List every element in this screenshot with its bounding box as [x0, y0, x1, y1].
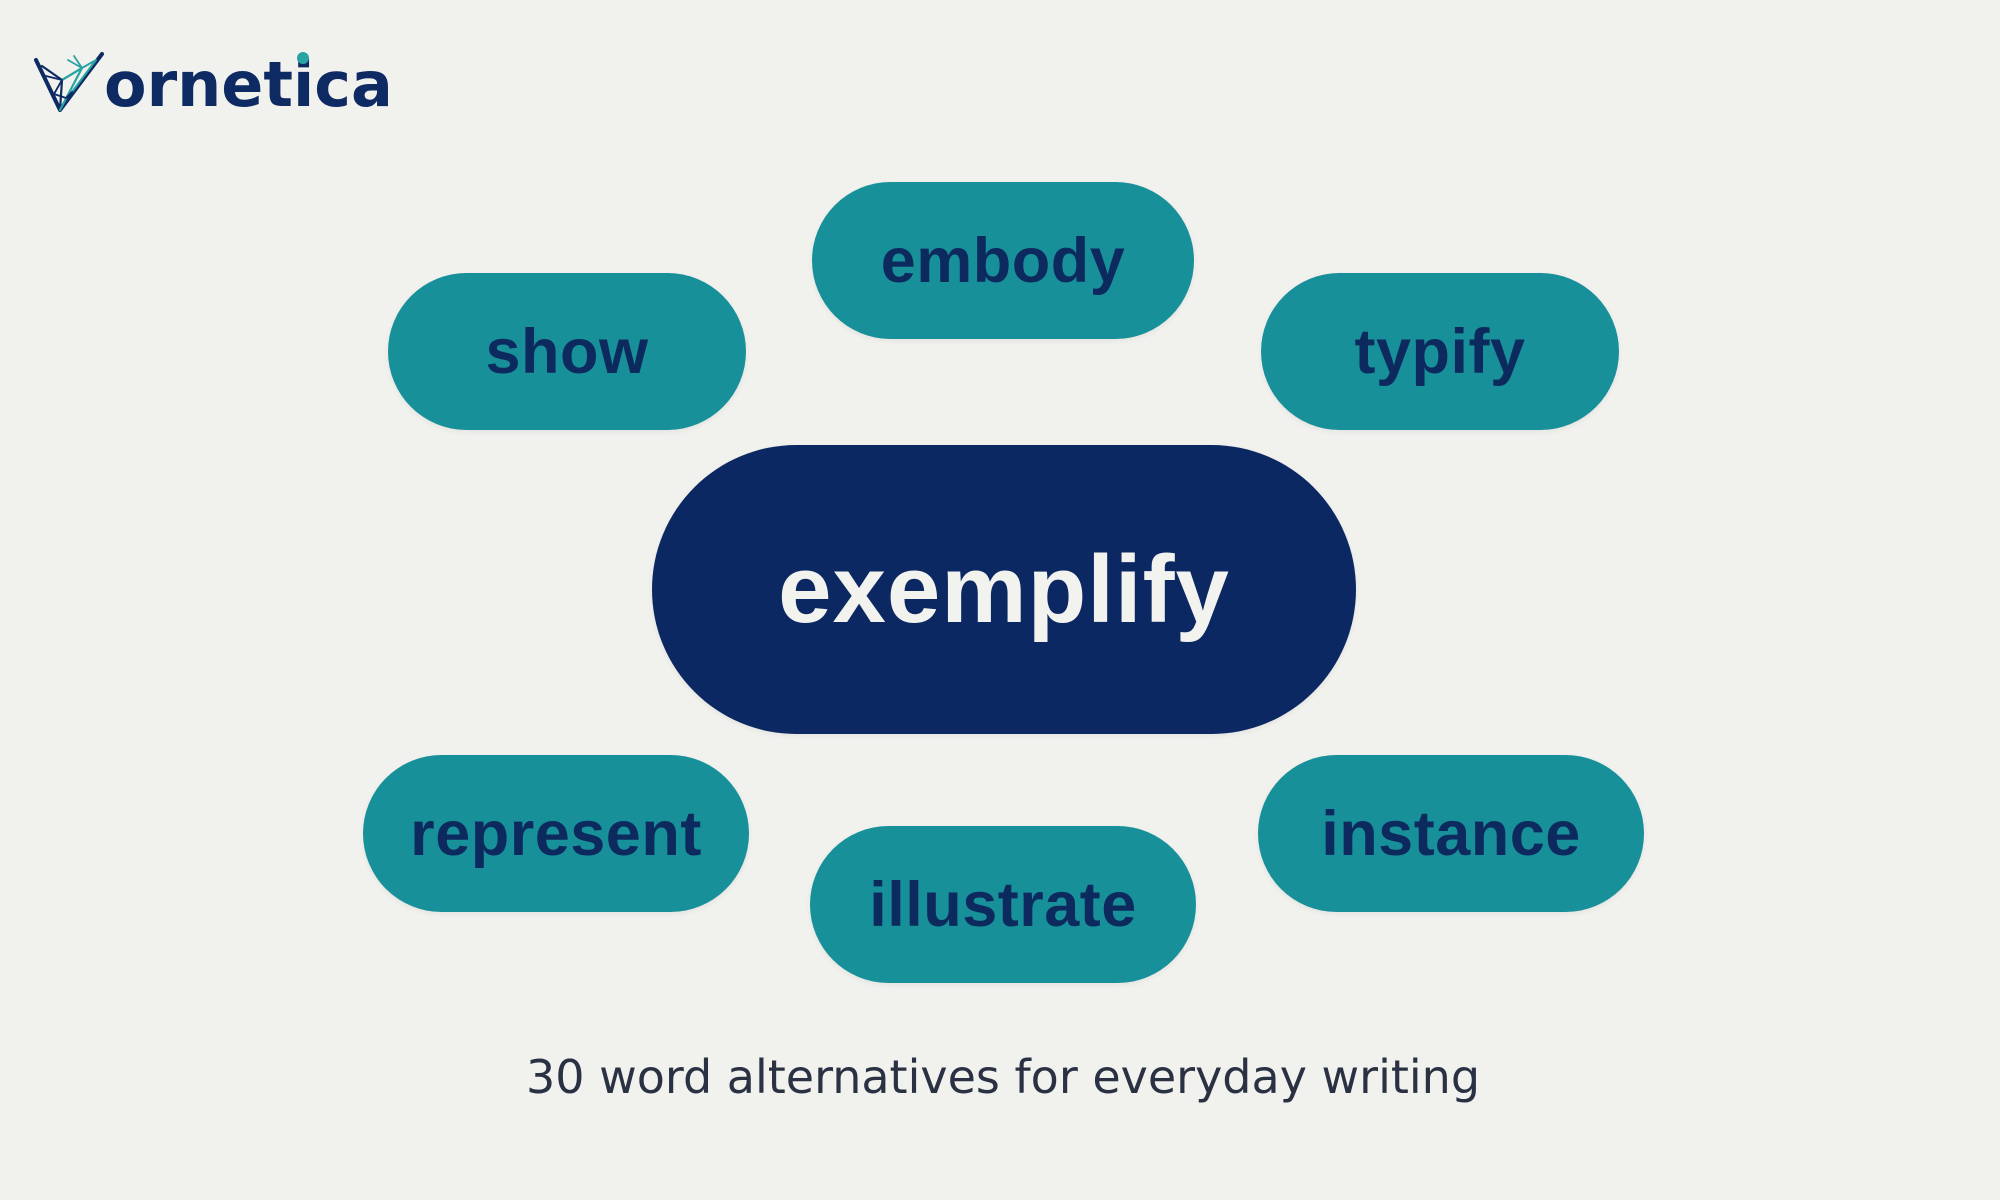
center-word: exemplify [778, 535, 1230, 643]
center-word-pill: exemplify [652, 445, 1356, 734]
synonym-pill-show: show [388, 273, 746, 430]
synonym-pill-embody: embody [812, 182, 1194, 339]
synonym-pill-typify: typify [1261, 273, 1619, 430]
brand-accent-dot [297, 52, 309, 64]
synonym-label: represent [410, 798, 702, 869]
synonym-pill-represent: represent [363, 755, 749, 912]
synonym-pill-illustrate: illustrate [810, 826, 1196, 983]
synonym-label: embody [880, 225, 1126, 296]
brand-name: ornetica [104, 48, 393, 121]
synonym-pill-instance: instance [1258, 755, 1644, 912]
synonym-label: illustrate [869, 869, 1137, 940]
synonym-label: show [485, 316, 649, 387]
caption: 30 word alternatives for everyday writin… [525, 1050, 1481, 1104]
synonym-label: typify [1354, 316, 1526, 387]
synonym-label: instance [1321, 798, 1581, 869]
brand-logo: ornetica [32, 48, 393, 122]
v-geometric-logo-icon [34, 52, 104, 112]
